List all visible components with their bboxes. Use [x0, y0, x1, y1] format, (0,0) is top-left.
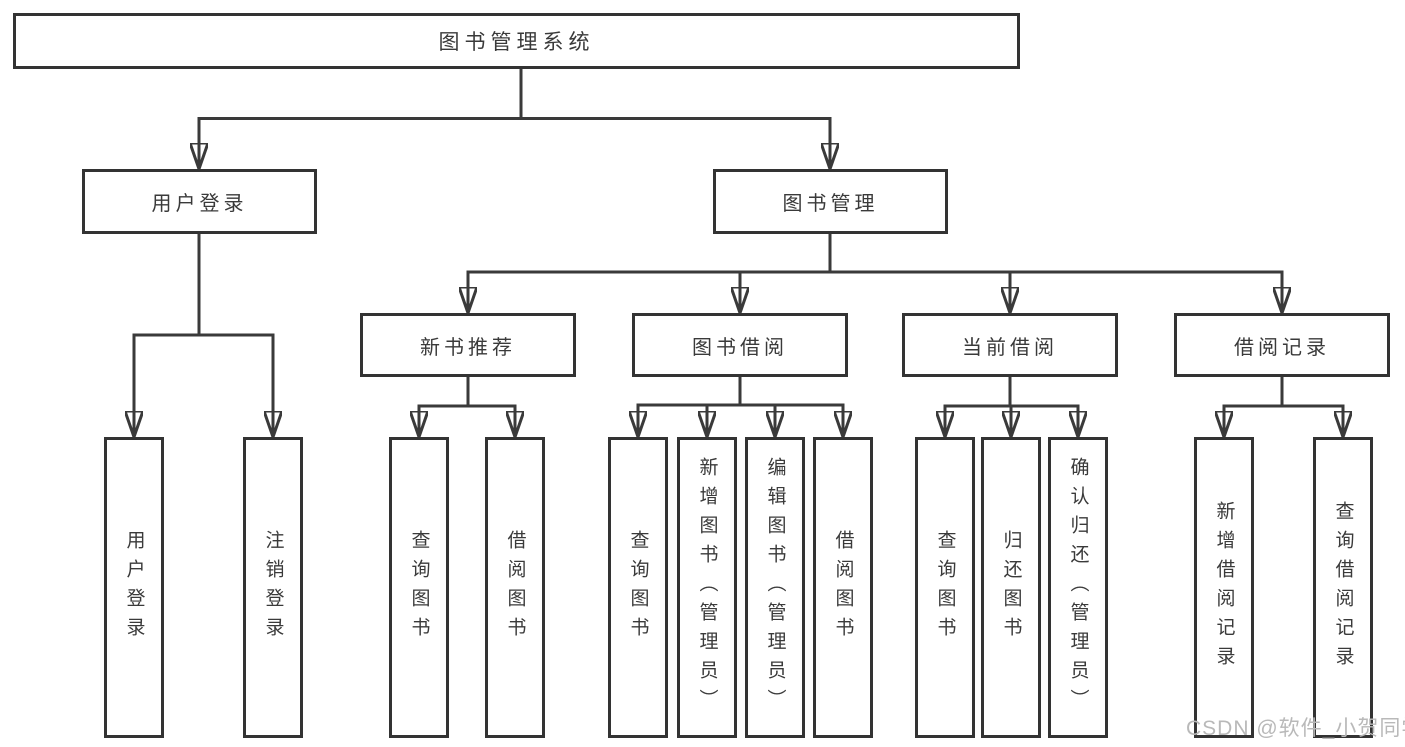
leaf-user-login: 用户登录: [104, 437, 164, 738]
leaf-borrow-books-label: 借阅图书: [832, 529, 854, 646]
node-book-borrow-label: 图书借阅: [692, 336, 788, 359]
node-new-book-recommend: 新书推荐: [360, 313, 576, 377]
leaf-query-borrow-record-label: 查询借阅记录: [1332, 500, 1354, 675]
leaf-add-borrow-record: 新增借阅记录: [1194, 437, 1254, 738]
node-root: 图书管理系统: [13, 13, 1020, 69]
node-current-borrow-label: 当前借阅: [962, 336, 1058, 359]
leaf-add-borrow-record-label: 新增借阅记录: [1213, 500, 1235, 675]
leaf-query-books-current-label: 查询图书: [934, 529, 956, 646]
leaf-logout: 注销登录: [243, 437, 303, 738]
node-book-borrow: 图书借阅: [632, 313, 848, 377]
leaf-borrow-books-recommend-label: 借阅图书: [504, 529, 526, 646]
leaf-logout-label: 注销登录: [262, 529, 284, 646]
leaf-query-borrow-record: 查询借阅记录: [1313, 437, 1373, 738]
leaf-edit-books-admin: 编辑图书（管理员）: [745, 437, 805, 738]
node-book-management: 图书管理: [713, 169, 948, 234]
leaf-add-books-admin-label: 新增图书（管理员）: [696, 457, 718, 718]
leaf-query-books-borrow-label: 查询图书: [627, 529, 649, 646]
leaf-query-books-current: 查询图书: [915, 437, 975, 738]
leaf-user-login-label: 用户登录: [123, 529, 145, 646]
node-borrow-records-label: 借阅记录: [1234, 336, 1330, 359]
leaf-query-books-borrow: 查询图书: [608, 437, 668, 738]
node-user-login-label: 用户登录: [151, 193, 248, 215]
leaf-return-books: 归还图书: [981, 437, 1041, 738]
node-user-login: 用户登录: [82, 169, 317, 234]
csdn-watermark: CSDN @软件_小贺同学: [1186, 717, 1405, 740]
node-current-borrow: 当前借阅: [902, 313, 1118, 377]
node-borrow-records: 借阅记录: [1174, 313, 1390, 377]
leaf-add-books-admin: 新增图书（管理员）: [677, 437, 737, 738]
leaf-query-books-recommend-label: 查询图书: [408, 529, 430, 646]
node-new-book-recommend-label: 新书推荐: [420, 336, 516, 359]
leaf-return-books-label: 归还图书: [1000, 529, 1022, 646]
node-root-label: 图书管理系统: [438, 31, 595, 54]
leaf-borrow-books-recommend: 借阅图书: [485, 437, 545, 738]
node-book-management-label: 图书管理: [782, 193, 879, 215]
leaf-borrow-books: 借阅图书: [813, 437, 873, 738]
leaf-edit-books-admin-label: 编辑图书（管理员）: [764, 457, 786, 718]
leaf-confirm-return-admin-label: 确认归还（管理员）: [1067, 457, 1089, 718]
leaf-confirm-return-admin: 确认归还（管理员）: [1048, 437, 1108, 738]
leaf-query-books-recommend: 查询图书: [389, 437, 449, 738]
